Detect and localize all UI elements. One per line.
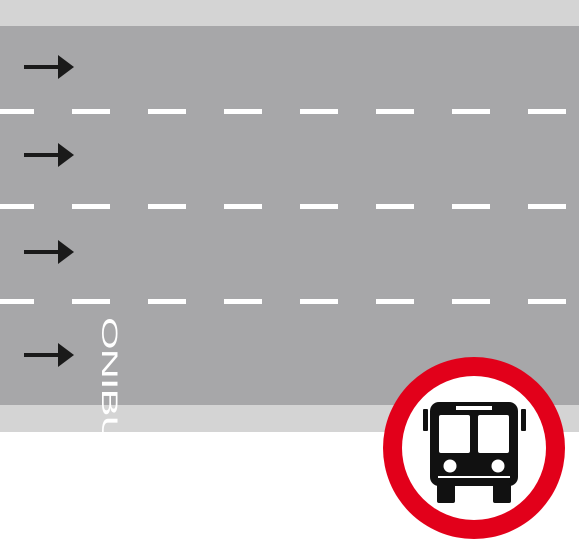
top-curb (0, 0, 579, 26)
bus-icon (423, 402, 526, 503)
arrow-right-icon (24, 143, 74, 167)
road-surface (0, 26, 579, 405)
lane-dividers (0, 109, 579, 304)
arrow-right-icon (24, 343, 74, 367)
arrow-right-icon (24, 55, 74, 79)
arrow-right-icon (24, 240, 74, 264)
no-bus-sign (383, 357, 565, 539)
lane-arrows (24, 55, 74, 367)
bus-lane-marking: ONIBUS (97, 317, 121, 472)
